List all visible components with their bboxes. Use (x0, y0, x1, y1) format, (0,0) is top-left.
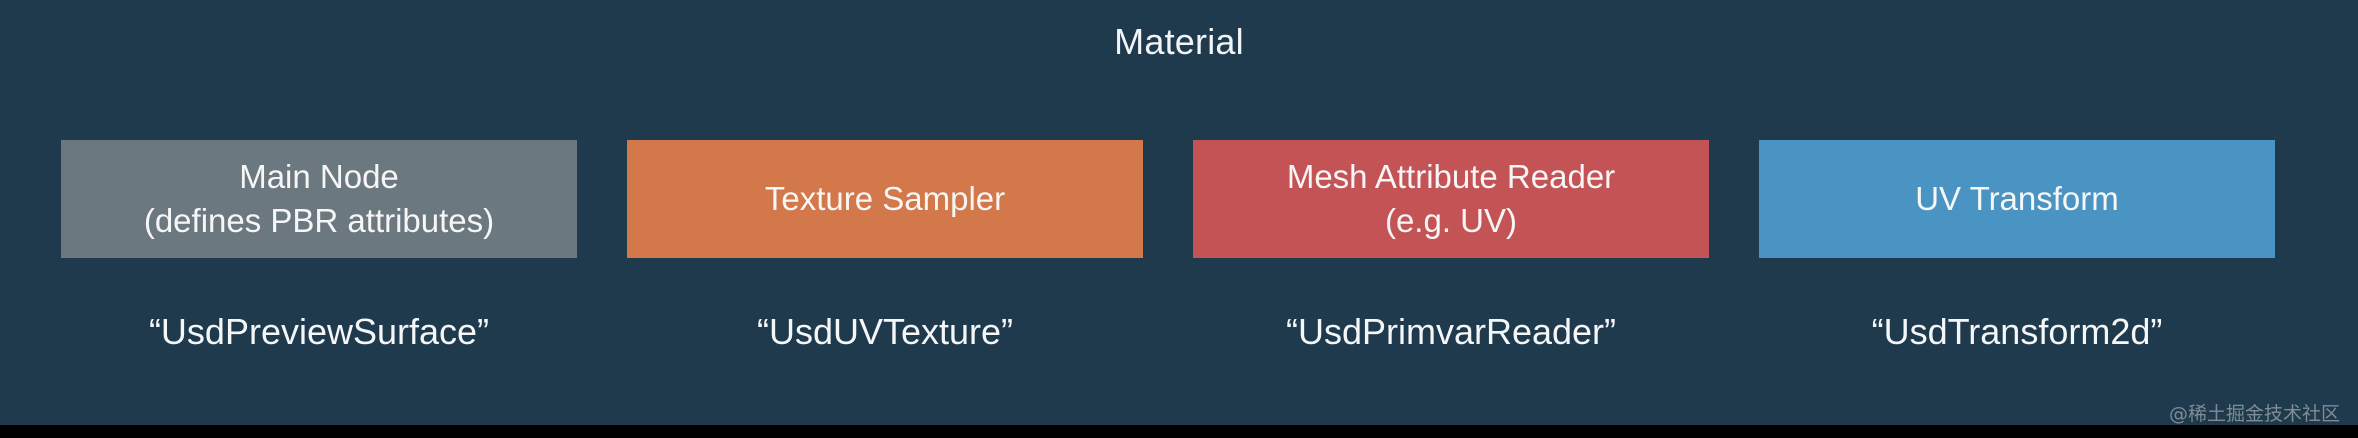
main-node-label-line-2: (defines PBR attributes) (143, 202, 495, 239)
mesh-attribute-reader-box: Mesh Attribute Reader (e.g. UV) (1193, 140, 1709, 258)
mesh-attribute-reader-label-line-2: (e.g. UV) (1384, 202, 1518, 239)
uv-transform-label: UV Transform (1915, 180, 2119, 217)
main-node-label-line-1: Main Node (239, 158, 399, 195)
watermark: @稀土掘金技术社区 (2168, 403, 2340, 425)
diagram-slide: Material Main Node (defines PBR attribut… (0, 0, 2358, 425)
uv-transform-box: UV Transform (1759, 140, 2275, 258)
texture-sampler-box: Texture Sampler (627, 140, 1143, 258)
main-node-box: Main Node (defines PBR attributes) (61, 140, 577, 258)
texture-sampler-label: Texture Sampler (764, 180, 1006, 217)
diagram-title: Material (1114, 21, 1244, 62)
mesh-attribute-reader-label-line-1: Mesh Attribute Reader (1286, 158, 1616, 195)
uv-transform-schema-name: “UsdTransform2d” (1871, 311, 2163, 352)
mesh-attribute-reader-schema-name: “UsdPrimvarReader” (1285, 311, 1617, 352)
main-node-schema-name: “UsdPreviewSurface” (148, 311, 490, 352)
texture-sampler-schema-name: “UsdUVTexture” (756, 311, 1014, 352)
